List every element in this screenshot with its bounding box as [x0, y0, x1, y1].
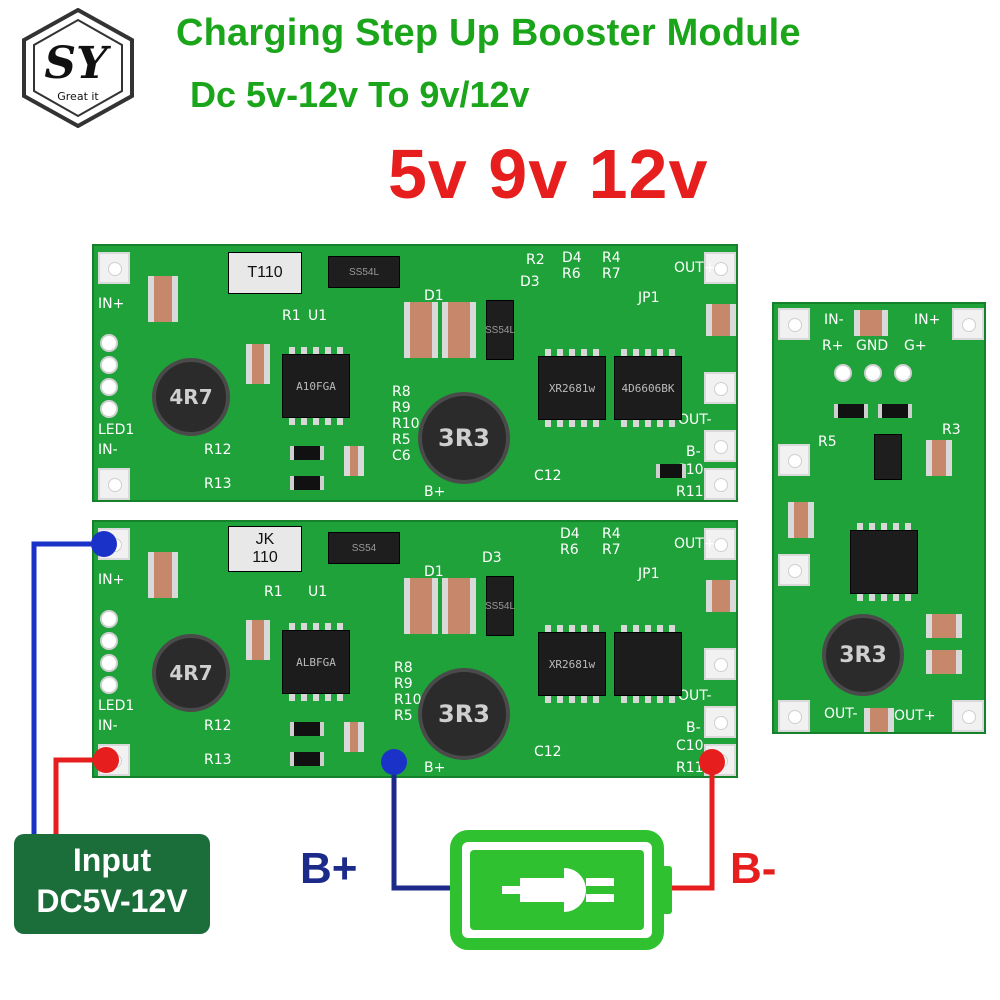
diode-label: SS54L [485, 300, 515, 360]
headline-line2: Dc 5v-12v To 9v/12v [190, 74, 530, 115]
inductor-l1: 4R7 [152, 634, 230, 712]
input-label-line2: DC5V-12V [36, 883, 188, 919]
battery-plus-label: B+ [300, 844, 358, 893]
diode-label: SS54L [485, 576, 515, 636]
diode-d2-line1: JK [255, 531, 275, 548]
diode-d2-marking: JK 110 [228, 526, 302, 572]
input-label-line1: Input [72, 842, 152, 878]
input-voltage-label: Input DC5V-12V [14, 834, 210, 934]
diode-label: T110 [228, 252, 302, 294]
chip-u1: ALBFGA [282, 623, 350, 701]
brand-logo: SY Great it [22, 8, 134, 128]
inductor-l1: 4R7 [152, 358, 230, 436]
chip-u2: XR2681w [538, 349, 606, 427]
svg-text:Great it: Great it [57, 90, 99, 103]
voltage-options: 5v 9v 12v [388, 135, 709, 213]
inductor-l2: 3R3 [418, 668, 510, 760]
diode-label: SS54L [328, 256, 400, 288]
terminal-b-minus [699, 749, 725, 775]
chip-u1: A10FGA [282, 347, 350, 425]
chip-u3: 4D6606BK [614, 349, 682, 427]
diode-label: SS54 [328, 532, 400, 564]
svg-text:SY: SY [44, 38, 111, 89]
battery-plug-icon [450, 830, 672, 950]
pcb-board-side: IN- IN+ R+ GND G+ OUT- OUT+ R5 R3 3R3 [772, 302, 986, 734]
pcb-board-bottom: IN+ IN- LED1 OUT+ OUT- B- B+ D1 D3 R1 U1… [92, 520, 738, 778]
terminal-in-plus [91, 531, 117, 557]
battery-positive-wire [391, 762, 452, 891]
terminal-in-minus [93, 747, 119, 773]
chip-u1 [850, 523, 918, 601]
battery-minus-label: B- [730, 844, 777, 893]
pcb-board-top: IN+ IN- LED1 OUT+ OUT- B- B+ D1 D3 R1 U1… [92, 244, 738, 502]
inductor: 3R3 [822, 614, 904, 696]
input-negative-wire [53, 757, 106, 838]
battery-negative-wire [672, 762, 715, 891]
chip-u2: XR2681w [538, 625, 606, 703]
chip-u3 [614, 625, 682, 703]
headline-line1: Charging Step Up Booster Module [176, 12, 801, 54]
diode-d2-line2: 110 [252, 549, 278, 566]
input-positive-wire [31, 541, 104, 838]
inductor-l2: 3R3 [418, 392, 510, 484]
terminal-b-plus [381, 749, 407, 775]
